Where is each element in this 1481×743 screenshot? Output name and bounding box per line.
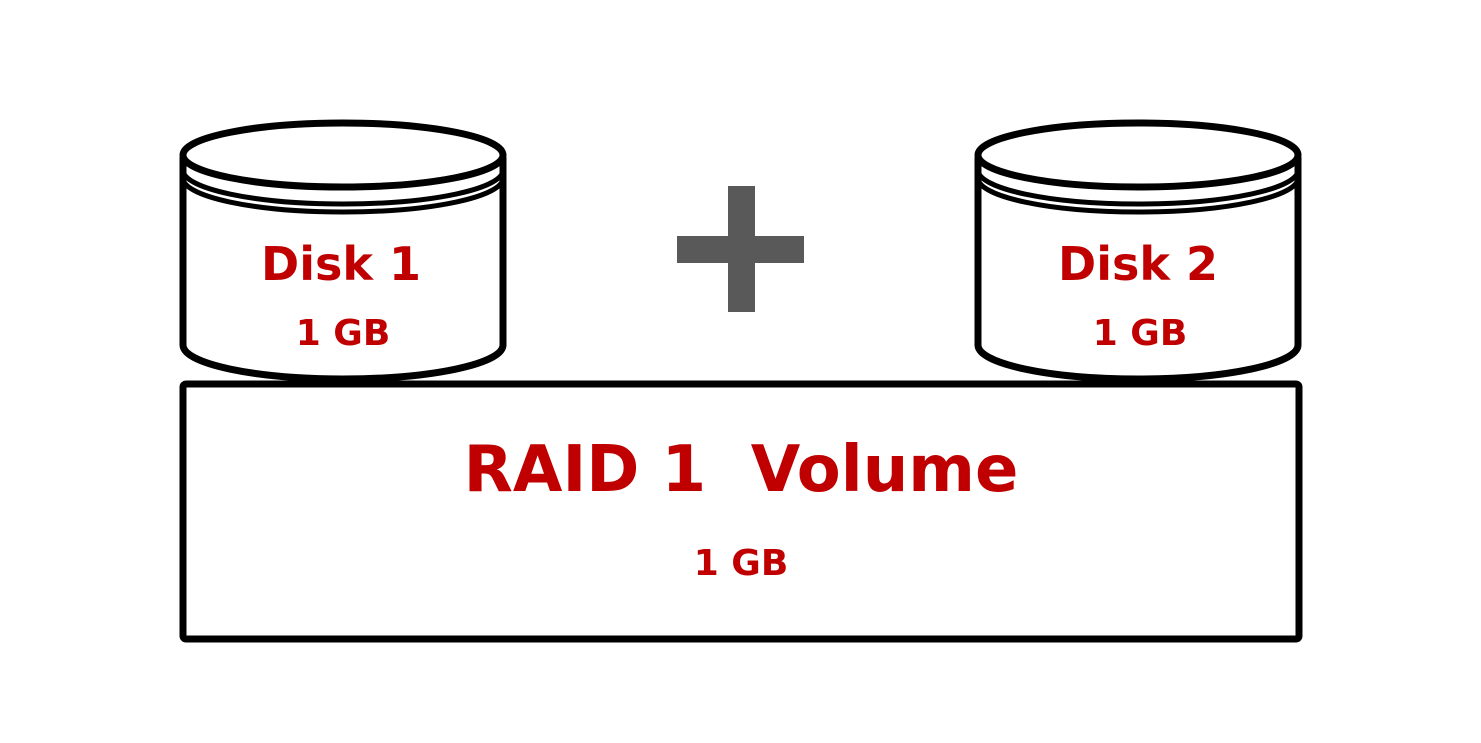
raid-volume-title: RAID 1 Volume <box>464 433 1019 507</box>
disk-2-title: Disk 2 <box>1058 237 1218 291</box>
disk-2-size: 1 GB <box>1093 313 1188 354</box>
disk-1: Disk 1 1 GB <box>179 119 507 383</box>
disk-1-rim-line-2 <box>180 177 506 215</box>
raid-volume-size: 1 GB <box>694 543 789 584</box>
disk-2-rim-line <box>975 169 1301 207</box>
disk-1-rim-line <box>180 169 506 207</box>
disk-1-size: 1 GB <box>296 313 391 354</box>
plus-icon-horizontal-bar <box>677 236 804 263</box>
raid-volume-box <box>179 380 1303 643</box>
plus-icon <box>677 186 804 312</box>
disk-2: Disk 2 1 GB <box>974 119 1302 383</box>
disk-2-top <box>974 119 1302 191</box>
raid-volume: RAID 1 Volume 1 GB <box>179 380 1303 643</box>
disk-1-top <box>179 119 507 191</box>
disk-1-title: Disk 1 <box>261 237 421 291</box>
disk-2-body <box>974 157 1302 383</box>
disk-2-rim-line-2 <box>975 177 1301 215</box>
disk-1-body <box>179 157 507 383</box>
